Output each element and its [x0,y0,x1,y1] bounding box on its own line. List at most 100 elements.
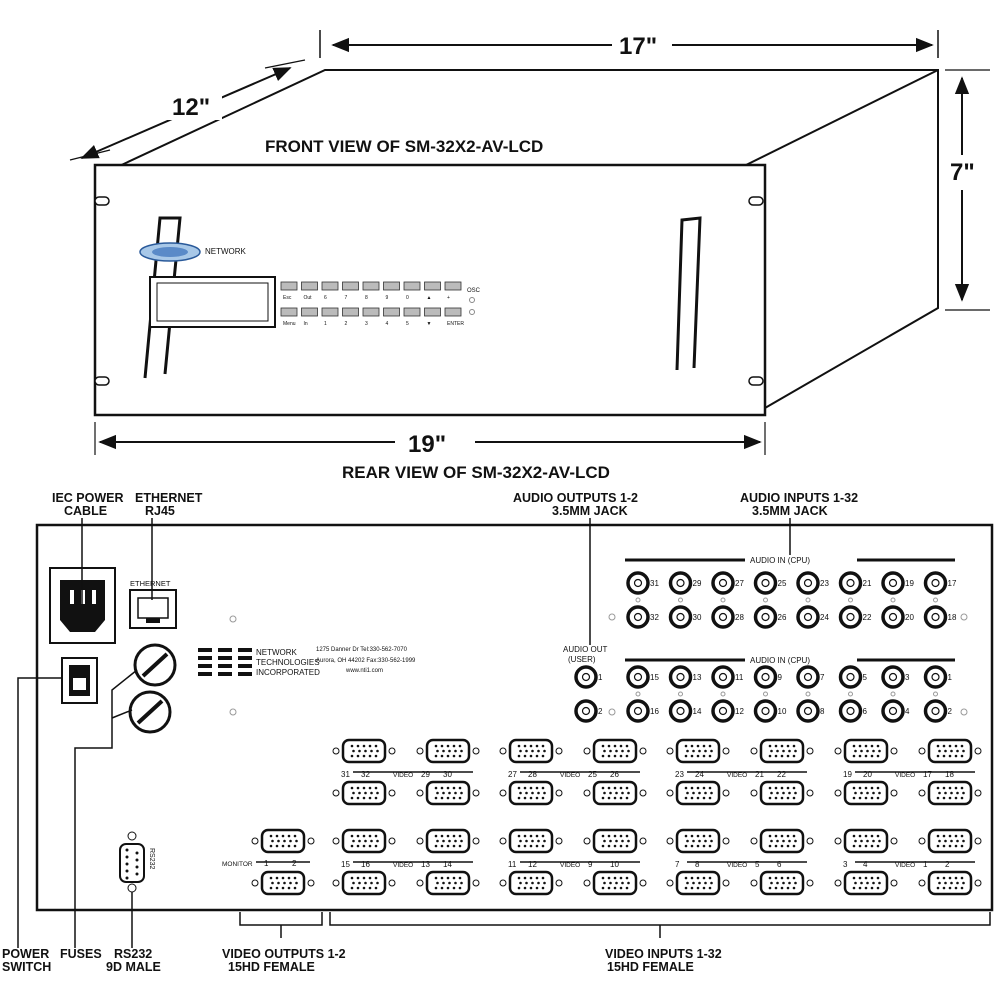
video-port-number: 17 [923,770,932,779]
front-key-label: In [304,321,308,327]
audio-jack-label: 25 [778,579,787,588]
front-key-label: 7 [345,295,348,301]
video-word: VIDEO [895,772,915,779]
rs232-port-label: RS232 [148,848,155,870]
dim-depth: 12" [172,94,210,121]
audio-jack-label: 1 [598,673,603,682]
video-port-number: 7 [675,860,680,869]
front-key [280,281,298,291]
front-key-label: 8 [365,295,368,301]
video-port-number: 2 [945,860,950,869]
hd15-port [425,738,471,764]
hd15-port [927,780,973,806]
audio-jack-label: 19 [905,579,914,588]
hd15-port [508,870,554,896]
hd15-port [843,738,889,764]
callout-audio-outputs-sub: 3.5MM JACK [552,504,628,518]
video-port-number: 1 [923,860,928,869]
status-led [469,309,475,315]
audio-jack-label: 31 [650,579,659,588]
front-key-label: Esc [283,295,292,301]
video-port-number: 6 [777,860,782,869]
video-port-number: 29 [421,770,430,779]
callout-audio-inputs-sub: 3.5MM JACK [752,504,828,518]
audio-jack-label: 11 [735,673,744,682]
audio-jack-label: 13 [693,673,702,682]
callout-video-outputs-sub: 15HD FEMALE [228,960,315,974]
audio-jack-label: 32 [650,613,659,622]
audio-jack-label: 10 [778,707,787,716]
status-led [469,297,475,303]
hd15-port [675,870,721,896]
hd15-port [425,828,471,854]
front-key [383,281,400,291]
callouts: IEC POWER CABLE ETHERNET RJ45 AUDIO OUTP… [2,491,991,974]
company-line-1: NETWORK [256,648,298,657]
monitor-number: 2 [292,859,297,868]
front-key [362,281,380,291]
hd15-port [759,738,805,764]
audio-jack-label: 17 [948,579,957,588]
hd15-port [260,828,306,854]
audio-in-label: AUDIO IN (CPU) [750,656,810,665]
front-key-label: 1 [324,321,327,327]
front-key-label: Out [304,295,313,301]
video-port-number: 13 [421,860,430,869]
audio-jack-label: 18 [948,613,957,622]
front-key [342,281,359,291]
audio-jack-label: 20 [905,613,914,622]
front-key [321,281,339,291]
video-port-number: 12 [528,860,537,869]
callout-rs232-sub: 9D MALE [106,960,161,974]
hd15-port [592,780,638,806]
callout-fuses: FUSES [60,947,102,961]
audio-jack-label: 8 [820,707,825,716]
hd15-port [592,828,638,854]
audio-jack-label: 2 [948,707,953,716]
front-key [301,281,318,291]
hd15-port [927,738,973,764]
ethernet-port: ETHERNET [129,579,177,629]
video-port-number: 5 [755,860,760,869]
dimensions: 17" 12" 7" 19" [69,30,990,458]
callout-power-switch: POWER [2,947,49,961]
address-line-3: www.nti1.com [345,668,383,674]
front-key-label: ▼ [427,321,432,327]
front-key [444,307,462,317]
audio-jack-label: 14 [693,707,702,716]
audio-jack-label: 15 [650,673,659,682]
audio-jack-label: 27 [735,579,744,588]
audio-in-label: AUDIO IN (CPU) [750,556,810,565]
hd15-port [508,780,554,806]
audio-jack-label: 6 [863,707,868,716]
hd15-port [341,780,387,806]
front-key-label: + [447,295,450,301]
callout-video-inputs: VIDEO INPUTS 1-32 [605,947,722,961]
hd15-port [260,870,306,896]
front-logo: NETWORK [139,242,247,262]
hd15-port [927,870,973,896]
audio-jack-label: 4 [905,707,910,716]
hd15-port [508,828,554,854]
rack-slots [94,196,764,386]
hd15-port [675,780,721,806]
audio-jack-label: 16 [650,707,659,716]
audio-jack-label: 30 [693,613,702,622]
front-key-label: 5 [406,321,409,327]
power-switch [61,657,98,704]
video-port-number: 28 [528,770,537,779]
callout-iec-power-sub: CABLE [64,504,107,518]
video-port-number: 20 [863,770,872,779]
callout-video-outputs: VIDEO OUTPUTS 1-2 [222,947,346,961]
video-port-number: 9 [588,860,593,869]
callout-ethernet: ETHERNET [135,491,203,505]
audio-jack-label: 24 [820,613,829,622]
dim-width: 17" [619,33,657,60]
front-key-label: ENTER [447,321,464,327]
address-line-1: 1275 Danner Dr Tel:330-562-7070 [316,647,408,653]
audio-jack-label: 26 [778,613,787,622]
